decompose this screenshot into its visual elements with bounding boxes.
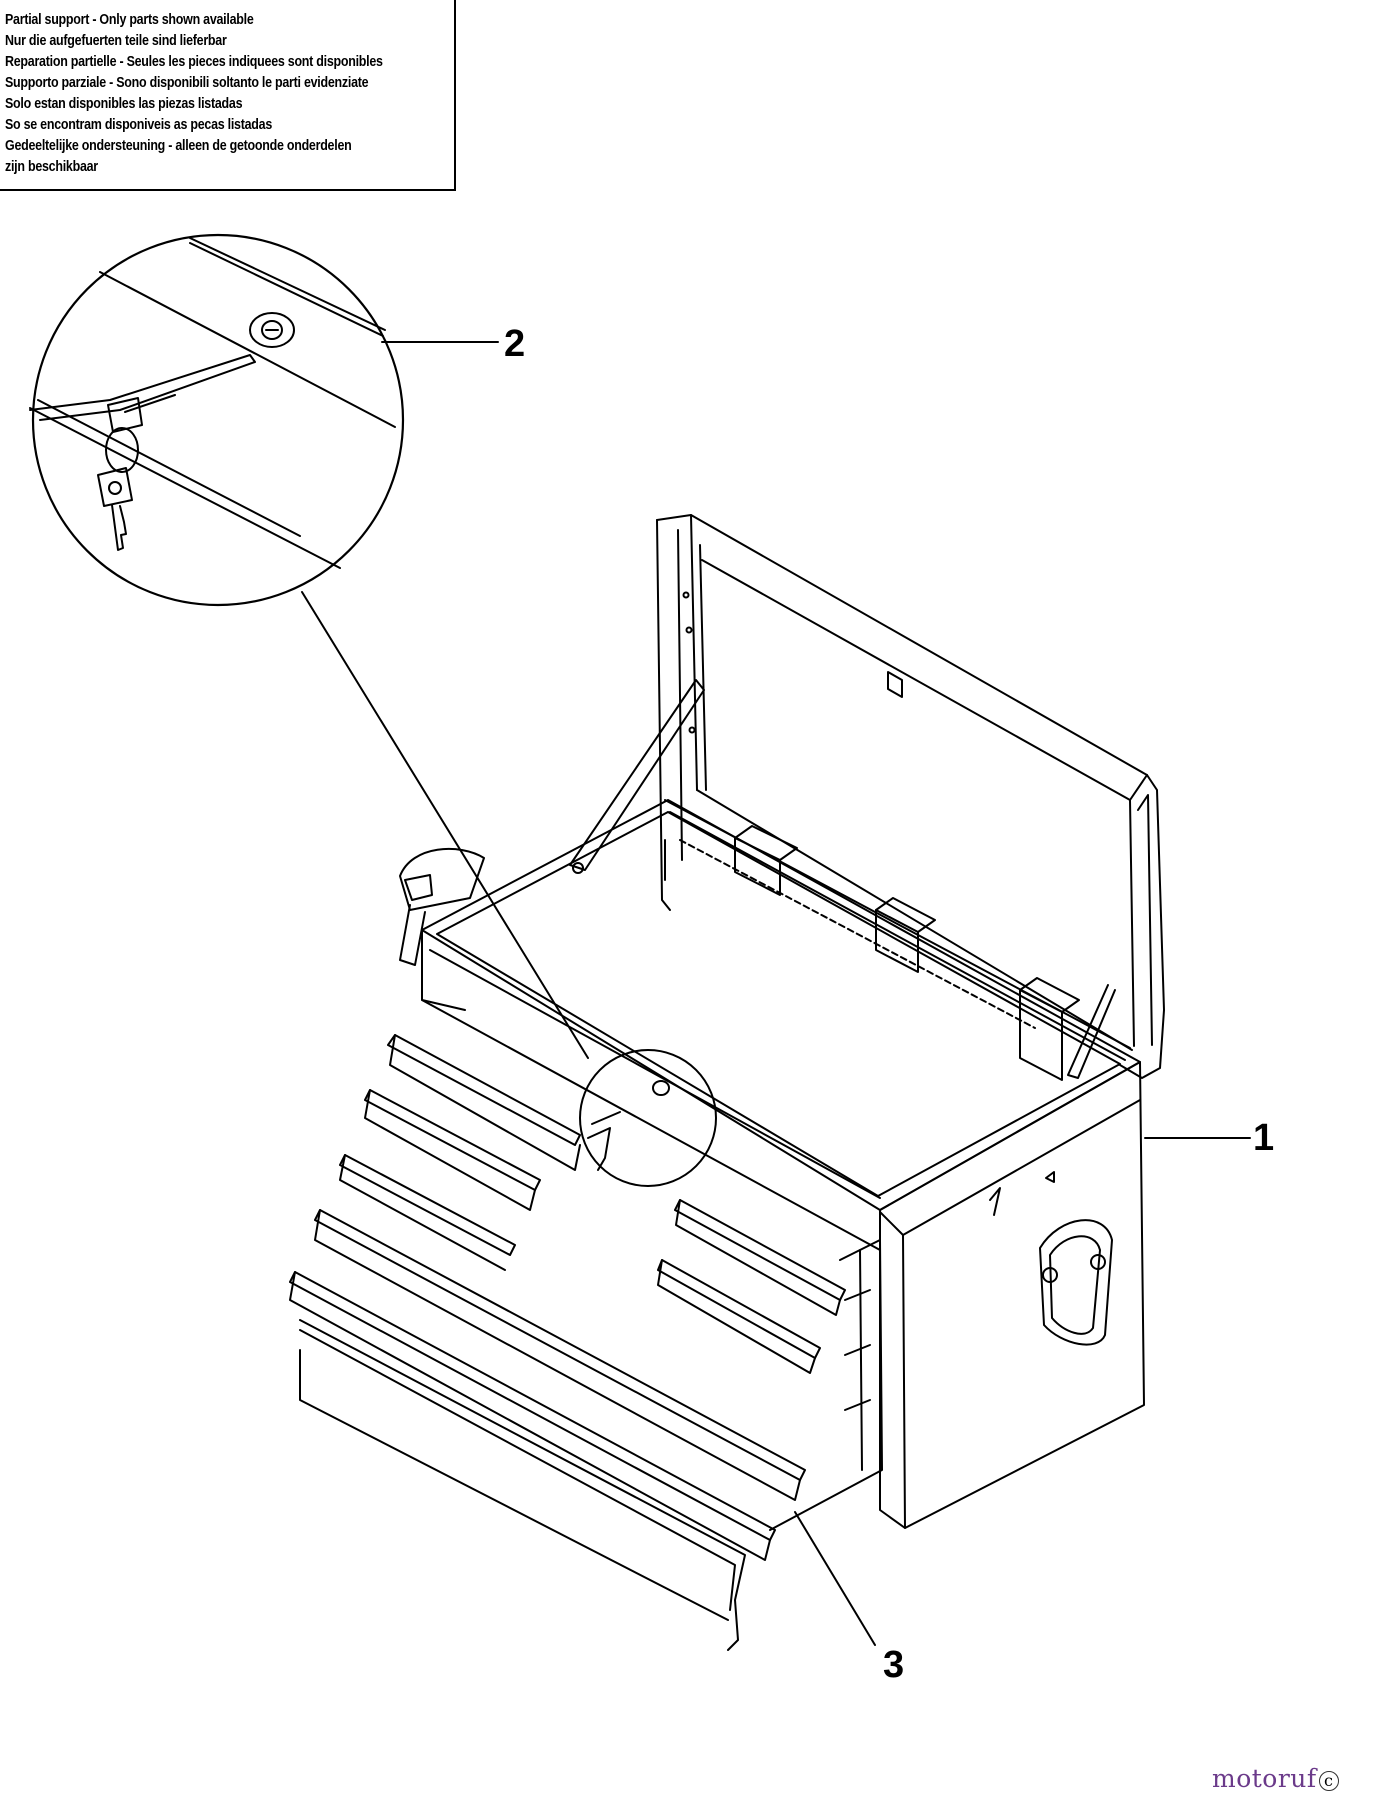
callout-number-1: 1: [1253, 1117, 1274, 1159]
notice-line: Nur die aufgefuerten teile sind lieferba…: [5, 33, 227, 49]
notice-line: Solo estan disponibles las piezas listad…: [5, 96, 243, 112]
notice-line: Partial support - Only parts shown avail…: [5, 12, 254, 28]
callout-number-3: 3: [883, 1644, 904, 1686]
lock-location-circle: [579, 1049, 717, 1187]
callout-leader-3: [794, 1511, 876, 1646]
notice-lines: Partial support - Only parts shown avail…: [5, 10, 444, 178]
open-lid: [656, 514, 1165, 1079]
notice-line: zijn beschikbaar: [5, 159, 98, 175]
callout-number-2: 2: [504, 323, 525, 365]
notice-line: Gedeeltelijke ondersteuning - alleen de …: [5, 138, 352, 154]
watermark-badge: c: [1318, 1770, 1339, 1791]
tool-cabinet-body: [399, 799, 1145, 1529]
lid-stay-left: [569, 679, 705, 871]
partial-support-notice: Partial support - Only parts shown avail…: [0, 0, 456, 191]
notice-line: So se encontram disponiveis as pecas lis…: [5, 117, 273, 133]
detail-leader-line: [301, 591, 589, 1059]
drawer-stack: [289, 1034, 883, 1651]
notice-line: Reparation partielle - Seules les pieces…: [5, 54, 383, 70]
watermark-text: motoruf: [1212, 1764, 1317, 1793]
notice-line: Supporto parziale - Sono disponibili sol…: [5, 75, 369, 91]
lock-detail-magnifier: [29, 233, 405, 607]
